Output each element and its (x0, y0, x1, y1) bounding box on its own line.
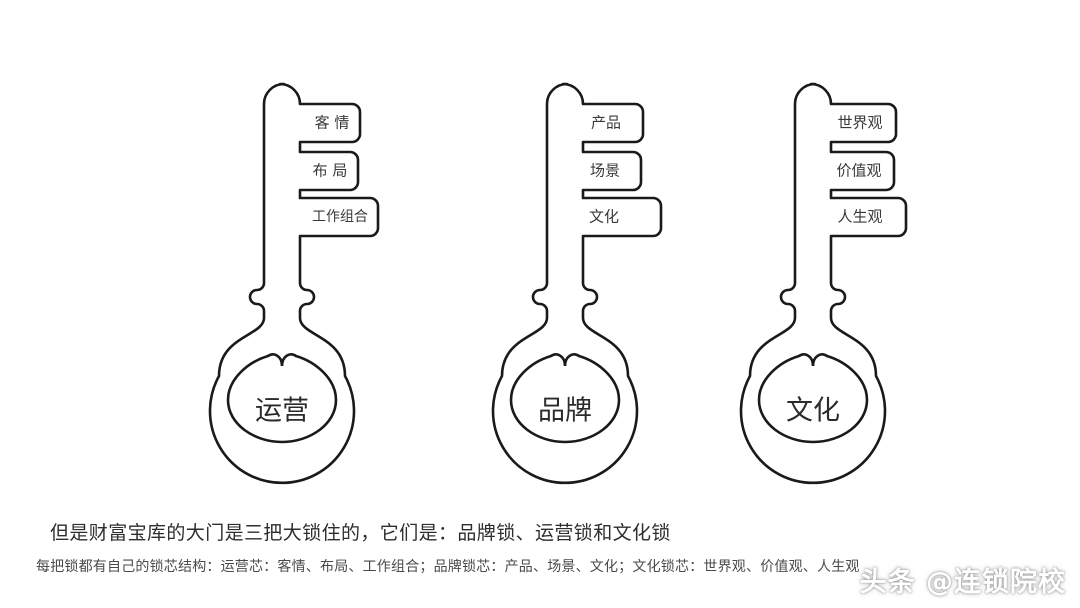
key-tooth-label-1-3: 工作组合 (312, 209, 368, 225)
key-tooth-label-3-3: 人生观 (837, 208, 882, 226)
key-bow-inner-1 (226, 353, 338, 444)
key-group-1: 运营 客 情 布 局 工作组合 (208, 82, 380, 485)
key-bow-label-3: 文化 (786, 396, 840, 427)
key-bow-label-2: 品牌 (538, 396, 592, 427)
caption-main-text: 但是财富宝库的大门是三把大锁住的，它们是：品牌锁、运营锁和文化锁 (50, 522, 671, 544)
key-group-2: 品牌 产品 场景 文化 (491, 82, 663, 485)
caption-area: 但是财富宝库的大门是三把大锁住的，它们是：品牌锁、运营锁和文化锁 每把锁都有自己… (0, 500, 1080, 608)
key-tooth-label-1-2: 布 局 (313, 162, 348, 180)
keys-illustration: 运营 客 情 布 局 工作组合 品牌 产品 场景 文化 文化 世界观 价值观 人… (208, 82, 908, 485)
key-tooth-label-1-1: 客 情 (315, 114, 350, 132)
key-bow-label-1: 运营 (255, 396, 309, 427)
key-bow-inner-3 (757, 353, 869, 444)
caption-sub-text: 每把锁都有自己的锁芯结构：运营芯：客情、布局、工作组合；品牌锁芯：产品、场景、文… (36, 559, 860, 575)
key-tooth-label-2-2: 场景 (590, 162, 620, 180)
key-tooth-label-3-2: 价值观 (836, 162, 881, 180)
key-group-3: 文化 世界观 价值观 人生观 (739, 82, 908, 485)
watermark-text: 头条 @连锁院校 (859, 567, 1066, 598)
key-tooth-label-3-1: 世界观 (837, 114, 882, 132)
key-tooth-label-2-1: 产品 (591, 114, 621, 132)
key-tooth-label-2-3: 文化 (589, 208, 619, 226)
key-bow-inner-2 (509, 353, 621, 444)
